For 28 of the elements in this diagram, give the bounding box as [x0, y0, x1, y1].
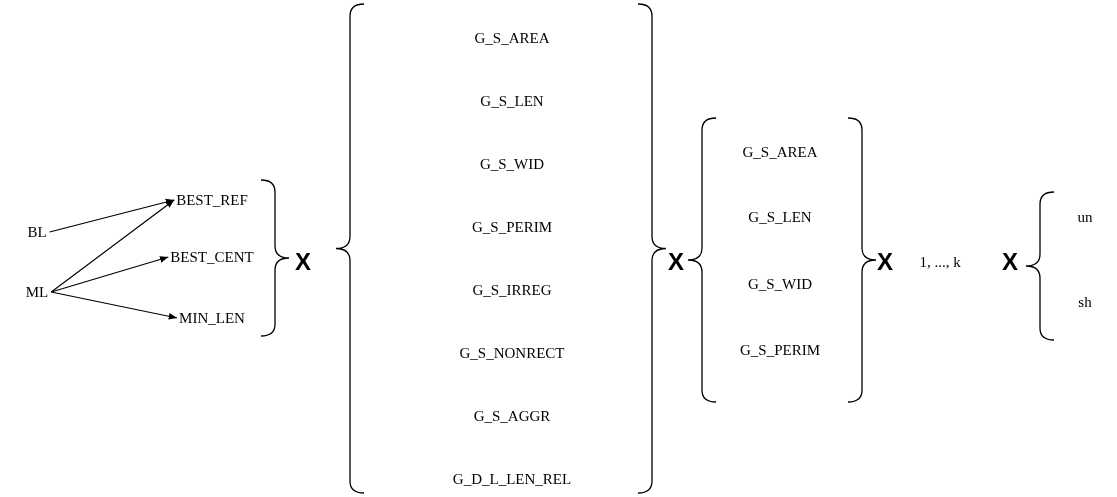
set-element: G_S_PERIM [740, 341, 820, 359]
set-element: un [1077, 208, 1093, 226]
cross-product-sign: X [877, 248, 893, 276]
arrow [50, 199, 175, 293]
cross-product-sign: X [1002, 248, 1018, 276]
arrow [50, 256, 169, 293]
set-name: ML [25, 283, 49, 301]
set-element: G_S_PERIM [472, 218, 552, 236]
set-element: G_S_AGGR [473, 407, 551, 425]
set-element: G_S_AREA [474, 29, 550, 47]
set-element: G_S_IRREG [472, 281, 552, 299]
index-range: 1, ..., k [919, 253, 961, 271]
set-element: G_S_NONRECT [459, 344, 565, 362]
arrow [50, 291, 178, 320]
set-element: G_S_AREA [742, 143, 818, 161]
set-element: G_D_L_LEN_REL [452, 470, 572, 488]
arrow [49, 198, 175, 233]
set-element: G_S_LEN [480, 92, 544, 110]
cross-product-sign: X [668, 248, 684, 276]
set-name: BL [27, 223, 47, 241]
set-name: BEST_CENT [170, 248, 254, 266]
set-element: G_S_WID [747, 275, 813, 293]
set-element: G_S_WID [479, 155, 545, 173]
cross-product-sign: X [295, 248, 311, 276]
set-element: sh [1078, 293, 1092, 311]
set-name: BEST_REF [176, 191, 248, 209]
set-name: MIN_LEN [179, 309, 245, 327]
set-element: G_S_LEN [748, 208, 812, 226]
